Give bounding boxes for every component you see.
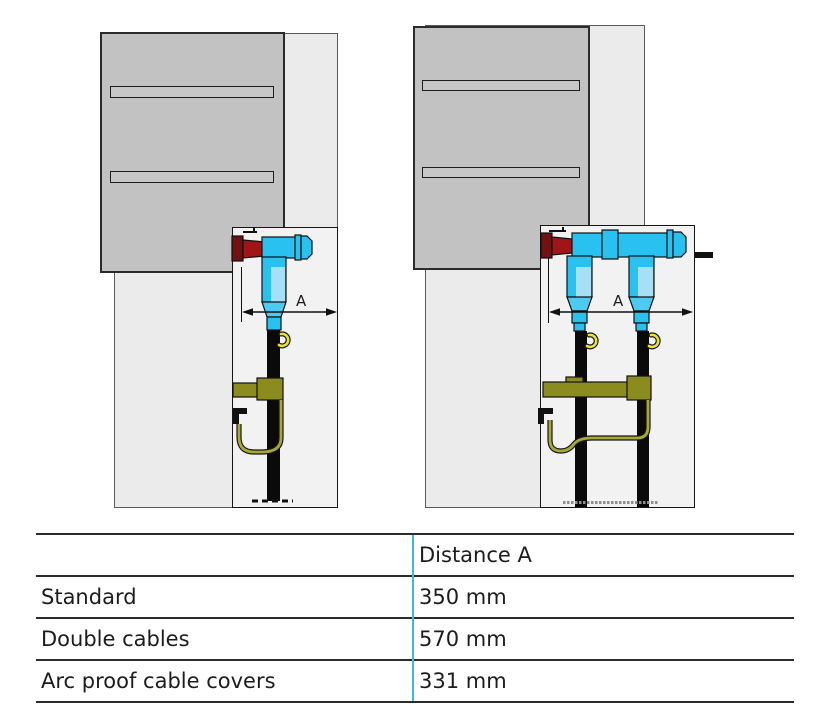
table-row: Arc proof cable covers 331 mm <box>36 661 794 703</box>
table-header-row: Distance A <box>36 535 794 577</box>
earth-stub <box>695 252 713 258</box>
table-row: Double cables 570 mm <box>36 619 794 661</box>
cable-compartment <box>232 227 338 508</box>
cabinet-vent-slot <box>422 167 580 178</box>
dimension-a-label: A <box>296 292 307 310</box>
cable-compartment <box>540 225 695 508</box>
cabinet-vent-slot <box>110 86 274 98</box>
table-column-divider <box>412 535 414 701</box>
cabinet-vent-slot <box>110 171 274 183</box>
row-value: 350 mm <box>419 585 507 609</box>
row-value: 570 mm <box>419 627 507 651</box>
switchgear-cabinet <box>100 32 285 273</box>
dimension-a-label: A <box>613 292 624 310</box>
distance-table: Distance A Standard 350 mm Double cables… <box>36 533 794 703</box>
cabinet-vent-slot <box>422 80 580 91</box>
row-value: 331 mm <box>419 669 507 693</box>
row-label: Arc proof cable covers <box>41 669 276 693</box>
header-distance-a: Distance A <box>419 543 532 567</box>
row-label: Standard <box>41 585 137 609</box>
row-label: Double cables <box>41 627 190 651</box>
table-row: Standard 350 mm <box>36 577 794 619</box>
